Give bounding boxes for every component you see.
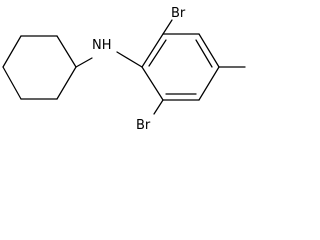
cyclohexane-bond [56,66,77,100]
cyclohexyl-nitrogen-bond [75,57,93,68]
cyclohexane-bond [2,35,22,68]
cyclohexane-bond [56,35,77,68]
chemical-structure-diagram: NH Br Br [2,6,246,133]
benzene-bond [141,33,164,68]
benzene-double-bond [195,39,213,68]
benzene-double-bond [148,39,167,67]
amine-nitrogen-label: NH [92,38,112,53]
benzene-ring [141,33,220,101]
bromine-top-label: Br [171,6,186,21]
bromine-bottom-label: Br [136,118,151,133]
benzene-bond [141,66,164,101]
cyclohexane-bond [2,66,22,100]
benzene-bond [198,66,220,101]
cyclohexane-ring [2,35,77,100]
bromine-top-bond [162,19,173,35]
benzene-bond [198,33,220,68]
bromine-bottom-bond [153,99,164,115]
nitrogen-aryl-bond [116,51,143,68]
